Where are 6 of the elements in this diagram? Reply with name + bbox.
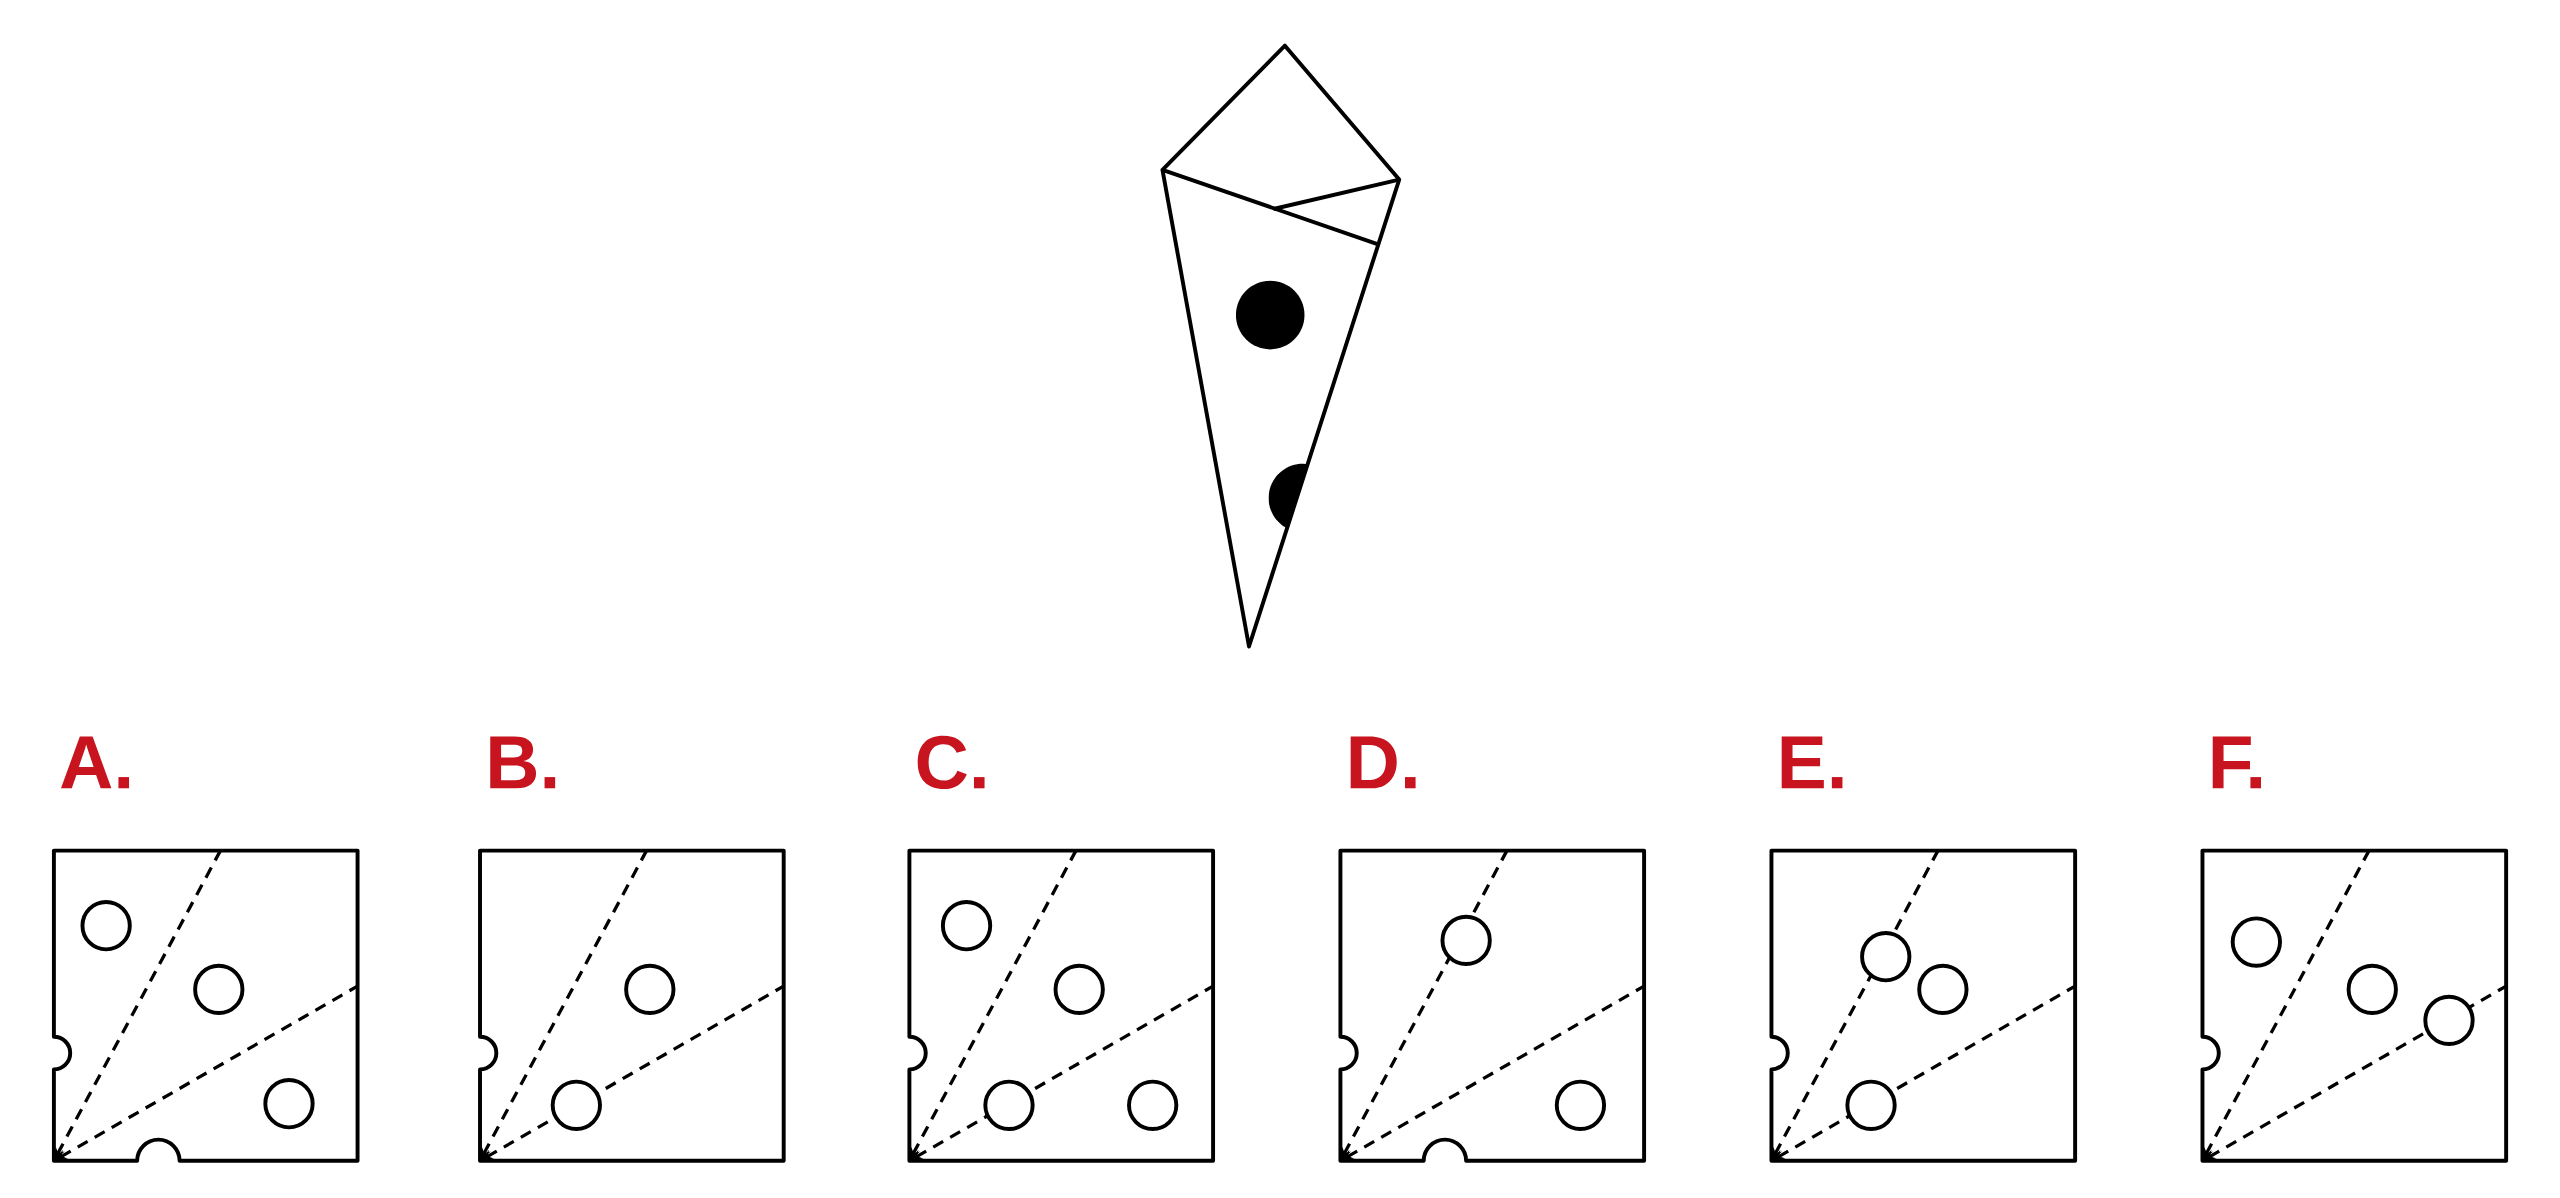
option-letter: E. (1781, 736, 1843, 789)
option-letter: D. (1350, 736, 1416, 789)
option-letter: B. (490, 736, 556, 789)
option-letter: C. (917, 735, 985, 789)
option-letter: A. (61, 736, 130, 789)
option-letter: F. (2212, 736, 2261, 789)
